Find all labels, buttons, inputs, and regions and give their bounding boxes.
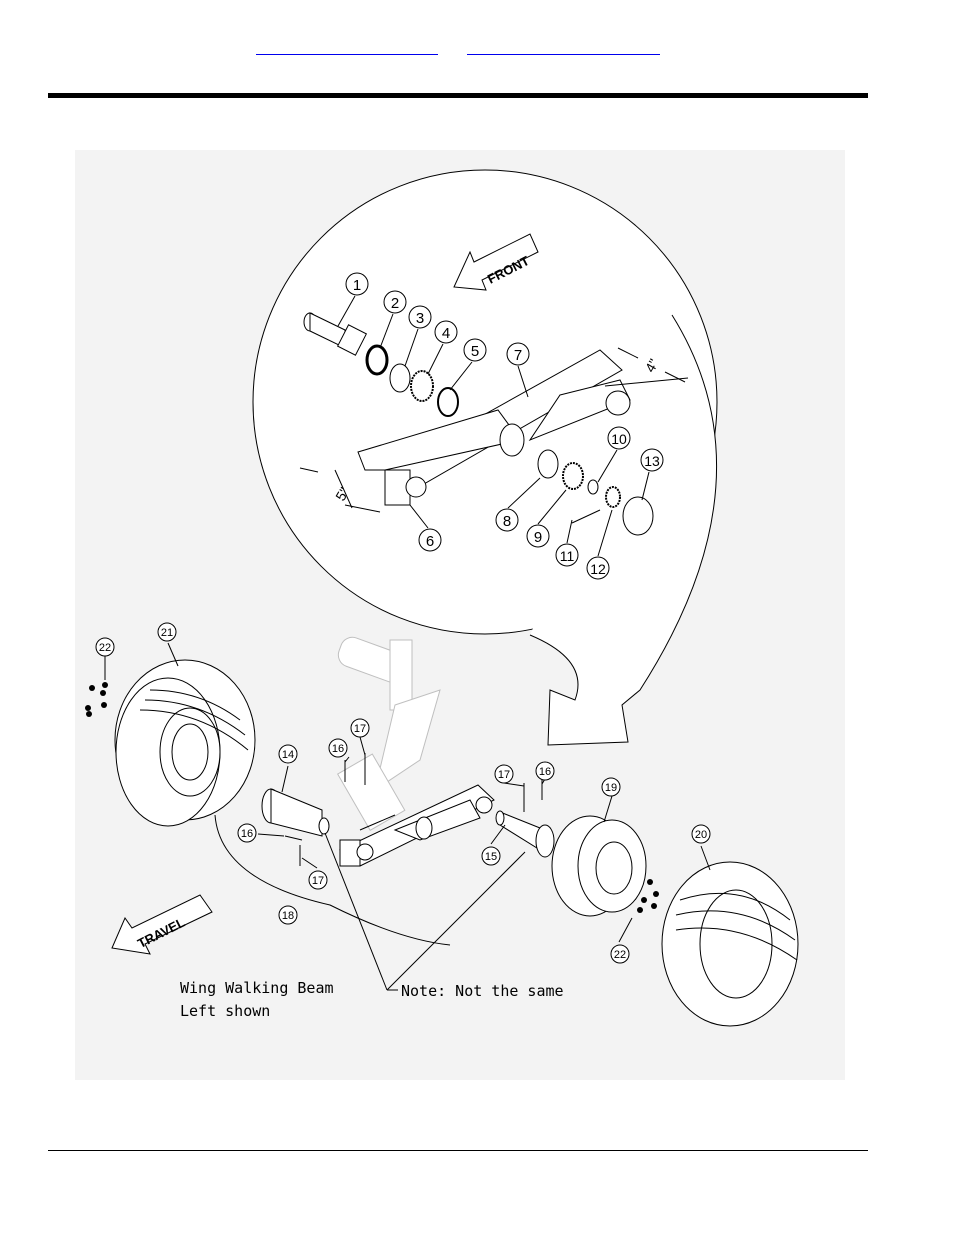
svg-text:14: 14 bbox=[282, 749, 294, 761]
svg-text:10: 10 bbox=[611, 431, 627, 447]
bottom-rule bbox=[48, 1150, 868, 1151]
caption-line-1: Wing Walking Beam bbox=[180, 979, 334, 997]
svg-text:18: 18 bbox=[282, 910, 294, 922]
svg-text:9: 9 bbox=[534, 529, 542, 546]
svg-text:15: 15 bbox=[485, 851, 497, 863]
callout-17-right: 17 bbox=[494, 764, 514, 784]
callout-13: 13 bbox=[640, 448, 664, 472]
callout-17-left: 17 bbox=[308, 870, 328, 890]
svg-text:16: 16 bbox=[539, 766, 551, 778]
bearing-cup-inner bbox=[537, 449, 559, 479]
spindle bbox=[303, 312, 368, 356]
note-leader-lines bbox=[324, 832, 526, 991]
callout-7: 7 bbox=[506, 342, 530, 366]
callout-4: 4 bbox=[434, 320, 458, 344]
callout-15: 15 bbox=[481, 846, 501, 866]
svg-text:3: 3 bbox=[416, 310, 424, 327]
svg-text:4: 4 bbox=[442, 325, 450, 342]
svg-text:7: 7 bbox=[514, 347, 522, 364]
right-hub bbox=[495, 810, 555, 858]
svg-text:5: 5 bbox=[471, 343, 479, 360]
callout-16-upper: 16 bbox=[328, 738, 348, 758]
bearing-cone-outer bbox=[410, 370, 434, 402]
dimension-4 bbox=[604, 347, 689, 387]
callout-leaders bbox=[104, 295, 711, 943]
callout-6: 6 bbox=[418, 528, 442, 552]
callout-17-upper: 17 bbox=[350, 718, 370, 738]
callout-9: 9 bbox=[526, 524, 550, 548]
callout-3: 3 bbox=[408, 305, 432, 329]
bearing-cup-outer-2 bbox=[437, 387, 459, 417]
svg-text:8: 8 bbox=[503, 513, 511, 530]
svg-text:17: 17 bbox=[354, 723, 366, 735]
caption-line-2: Left shown bbox=[180, 1002, 270, 1020]
svg-text:22: 22 bbox=[99, 642, 111, 654]
svg-text:2: 2 bbox=[391, 295, 399, 312]
washer bbox=[587, 479, 599, 495]
hub-cap bbox=[622, 496, 654, 536]
callout-16-left: 16 bbox=[237, 823, 257, 843]
callout-10: 10 bbox=[607, 426, 631, 450]
callout-19: 19 bbox=[601, 777, 621, 797]
wing-frame-ghost bbox=[336, 636, 441, 831]
castle-nut bbox=[605, 486, 621, 508]
callout-5: 5 bbox=[463, 338, 487, 362]
lower-walking-beam bbox=[339, 784, 495, 867]
svg-text:19: 19 bbox=[605, 782, 617, 794]
svg-text:1: 1 bbox=[353, 277, 361, 294]
callout-1: 1 bbox=[345, 272, 369, 296]
header-link-1[interactable] bbox=[256, 38, 438, 55]
seal bbox=[365, 344, 389, 376]
header-links bbox=[0, 38, 954, 58]
svg-text:16: 16 bbox=[241, 828, 253, 840]
dimension-5 bbox=[299, 467, 381, 513]
callout-18: 18 bbox=[278, 905, 298, 925]
svg-text:6: 6 bbox=[426, 533, 434, 550]
callout-2: 2 bbox=[383, 290, 407, 314]
left-hub bbox=[261, 788, 330, 837]
svg-text:11: 11 bbox=[560, 548, 575, 564]
travel-arrow: TRAVEL bbox=[111, 894, 213, 955]
walking-beam bbox=[357, 349, 631, 507]
assembly-bracket bbox=[214, 814, 451, 946]
small-hardware bbox=[284, 753, 543, 866]
cotter-pin bbox=[571, 509, 601, 524]
svg-text:21: 21 bbox=[161, 627, 173, 639]
header-link-2[interactable] bbox=[467, 38, 660, 55]
left-wheel-bolts bbox=[85, 682, 108, 717]
callout-11: 11 bbox=[555, 543, 579, 567]
bearing-cup-outer bbox=[389, 363, 411, 393]
svg-text:16: 16 bbox=[332, 743, 344, 755]
svg-text:12: 12 bbox=[590, 561, 606, 577]
left-tire bbox=[114, 659, 256, 827]
right-wheel-bolts bbox=[637, 879, 659, 913]
bearing-cone-inner bbox=[562, 462, 584, 490]
callout-12: 12 bbox=[586, 556, 610, 580]
callout-20: 20 bbox=[691, 824, 711, 844]
note-text: Note: Not the same bbox=[401, 982, 564, 1000]
top-rule bbox=[48, 93, 868, 98]
svg-text:20: 20 bbox=[695, 829, 707, 841]
detail-pointer-arrow bbox=[529, 314, 718, 746]
right-rim bbox=[551, 815, 647, 917]
svg-text:22: 22 bbox=[614, 949, 626, 961]
callout-21: 21 bbox=[157, 622, 177, 642]
right-tire bbox=[661, 861, 799, 1027]
svg-text:17: 17 bbox=[312, 875, 324, 887]
svg-text:17: 17 bbox=[498, 769, 510, 781]
callout-8: 8 bbox=[495, 508, 519, 532]
callout-16-right: 16 bbox=[535, 761, 555, 781]
callout-22-lower: 22 bbox=[610, 944, 630, 964]
callout-22-upper: 22 bbox=[95, 637, 115, 657]
svg-text:13: 13 bbox=[644, 453, 660, 469]
callout-14: 14 bbox=[278, 744, 298, 764]
